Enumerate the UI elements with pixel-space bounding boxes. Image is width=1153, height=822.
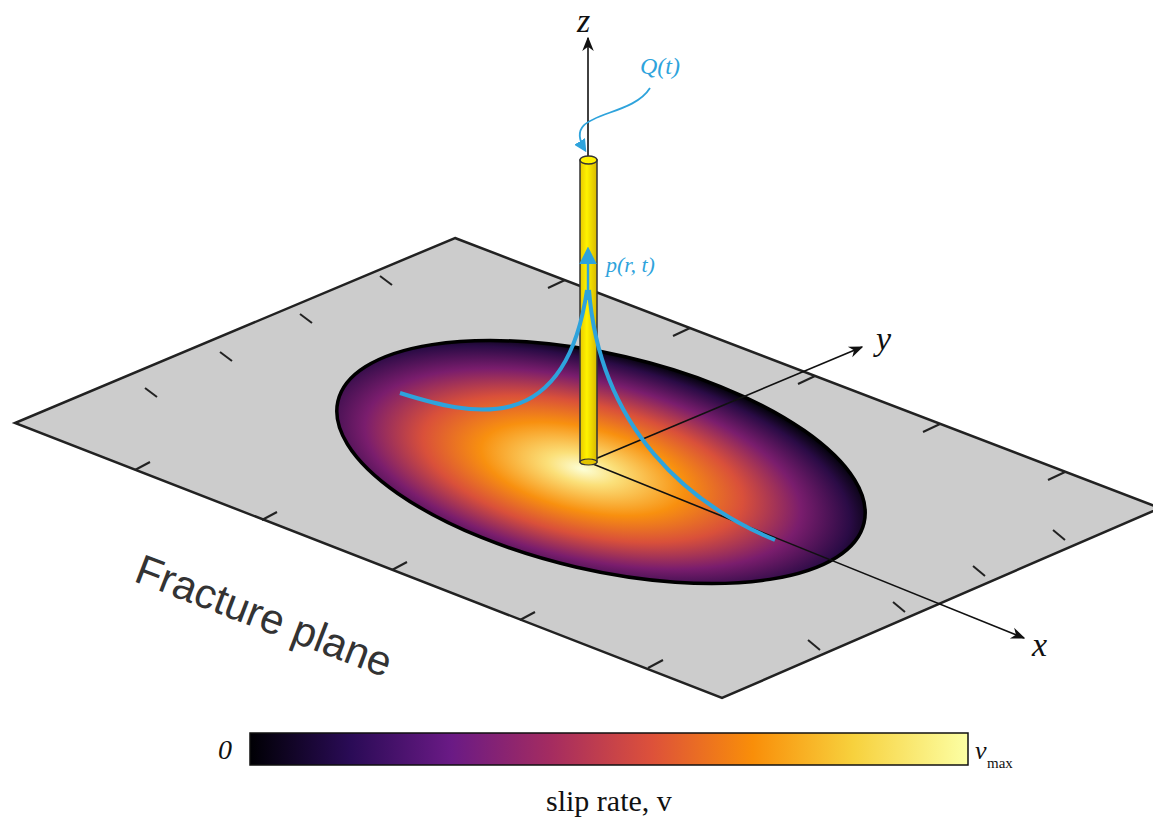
- axis-label: y: [876, 322, 891, 356]
- pressure-label: p(r, t): [606, 254, 655, 276]
- colorbar-max-subscript: max: [987, 756, 1013, 771]
- colorbar-min: 0: [218, 736, 232, 764]
- colorbar-max: v: [975, 738, 987, 764]
- plane-label: Fracture plane: [130, 548, 398, 684]
- colorbar-title: slip rate, v: [546, 786, 672, 816]
- axis-label: z: [577, 4, 590, 38]
- flow-rate-label: Q(t): [640, 54, 680, 78]
- axis-label: x: [1032, 628, 1047, 662]
